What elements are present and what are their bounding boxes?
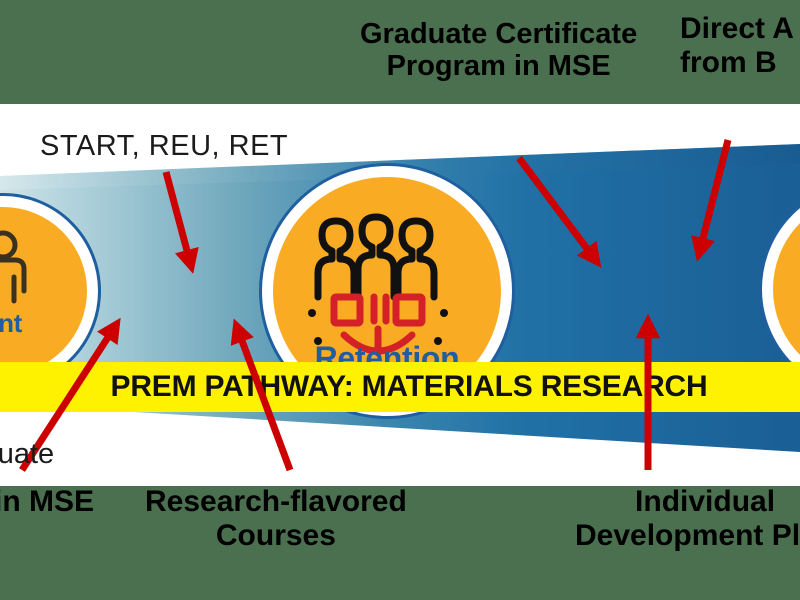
callout-graduate-certificate-line2: Program in MSE — [386, 50, 611, 83]
callout-undergraduate: rgraduate — [0, 438, 54, 470]
three-people-group-icon — [273, 201, 501, 371]
callout-idp-line1: Individual — [635, 485, 776, 518]
callout-major-in-mse-text: r in MSE — [0, 485, 95, 518]
pathway-banner: PREM PATHWAY: MATERIALS RESEARCH — [0, 362, 800, 412]
callout-research-courses-line1: Research-flavored — [145, 485, 407, 518]
callout-graduate-certificate: Graduate Certificate Program in MSE — [360, 18, 637, 83]
callout-individual-development-plan: Individual Development Plan — [575, 485, 800, 552]
single-person-icon — [0, 229, 87, 307]
callout-direct-admission-line2: from B — [680, 45, 777, 79]
callout-graduate-certificate-line1: Graduate Certificate — [360, 18, 638, 50]
callout-idp-line2: Development Plan — [575, 518, 800, 552]
callout-major-in-mse: r in MSE — [0, 485, 94, 519]
stage-label-recruitment: ent — [0, 308, 23, 338]
callout-undergraduate-text: rgraduate — [0, 438, 55, 470]
callout-direct-admission: Direct A from B — [680, 12, 794, 79]
pathway-banner-text: PREM PATHWAY: MATERIALS RESEARCH — [110, 370, 708, 403]
callout-direct-admission-line1: Direct A — [680, 12, 794, 45]
callout-start-reu-ret: START, REU, RET — [40, 130, 288, 162]
callout-research-courses-line2: Courses — [215, 518, 336, 552]
callout-research-flavored-courses: Research-flavored Courses — [145, 485, 407, 552]
diagram-card: ent — [0, 104, 800, 486]
callout-start-reu-ret-text: START, REU, RET — [40, 130, 289, 162]
